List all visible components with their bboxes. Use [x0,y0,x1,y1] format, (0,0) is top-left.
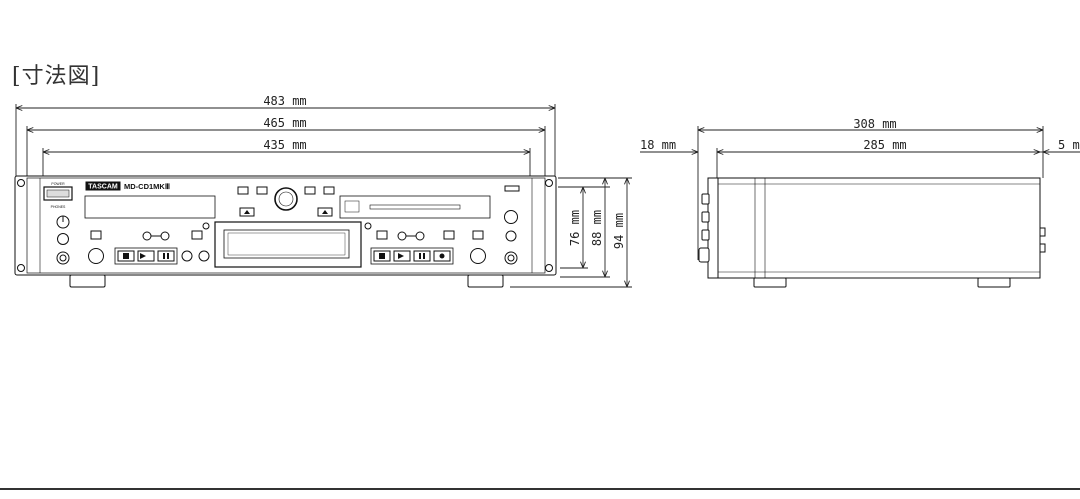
rack-hole [17,264,25,272]
cd-tray [339,195,491,219]
play-icon [140,253,146,259]
eject-button [317,207,333,217]
button [323,186,335,195]
stop-button [373,250,391,262]
power-switch [43,186,73,201]
play-button [393,250,411,262]
record-icon [439,253,445,259]
rack-hole [545,179,553,187]
button [256,186,268,195]
ready-button [413,250,431,262]
power-label: POWER [51,182,65,186]
play-icon [398,253,404,259]
front-height-dimensions [510,177,632,288]
dim-label-308: 308 mm [853,117,896,131]
model-name: MD-CD1MKⅢ [124,182,170,191]
dim-label-94: 94 mm [612,213,626,249]
knob-side [701,193,710,205]
dim-label-435: 435 mm [263,138,306,152]
dim-label-5: 5 mm [1058,138,1080,152]
record-button [433,250,451,262]
display-bezel [214,221,362,268]
button [237,186,249,195]
rack-hole [545,264,553,272]
front-width-dimensions [15,104,556,176]
open-close-button [239,207,255,217]
rear-connector [1039,227,1046,237]
transport-group [114,247,178,265]
button [90,230,102,240]
transport-group [370,247,454,265]
button [198,250,210,262]
divider [0,488,1080,490]
ready-button [157,250,175,262]
front-panel [14,175,557,288]
stop-icon [379,253,385,259]
pitch-knob [470,248,486,264]
knob [57,233,69,245]
page-title: [寸法図] [12,64,101,89]
dim-label-465: 465 mm [263,116,306,130]
foot [977,277,1011,288]
front-panel-edge [707,177,719,279]
button [181,250,193,262]
button [443,230,455,240]
display-window [223,229,350,259]
cont-play-switch [504,185,520,192]
foot [69,274,106,288]
input-level-knob [504,210,518,224]
stop-button [117,250,135,262]
side-view [698,177,1046,288]
chassis-side [716,177,1041,279]
knob-side [698,247,710,263]
pitch-knob [88,248,104,264]
foot [467,274,504,288]
multi-jog-dial [274,187,298,211]
knob [505,230,517,242]
play-button [137,250,155,262]
keyboard-jack [504,251,518,265]
button [376,230,388,240]
stop-icon [123,253,129,259]
foot [753,277,787,288]
dim-label-18: 18 mm [640,138,676,152]
button [304,186,316,195]
side-depth-dimensions [640,126,1080,260]
dim-label-76: 76 mm [568,210,582,246]
md-tray [84,195,216,219]
rack-hole [17,179,25,187]
phones-label: PHONES [51,205,66,209]
dim-label-483: 483 mm [263,94,306,108]
eject-icon [244,210,250,214]
eject-icon [322,210,328,214]
brand-logo: TASCAM [88,184,118,191]
knob-side [701,211,710,223]
button [472,230,484,240]
brand-badge [85,181,121,191]
knob-side [701,229,710,241]
dim-label-285: 285 mm [863,138,906,152]
dim-label-88: 88 mm [590,210,604,246]
rear-connector [1039,243,1046,253]
phones-jack [56,251,70,265]
button [191,230,203,240]
